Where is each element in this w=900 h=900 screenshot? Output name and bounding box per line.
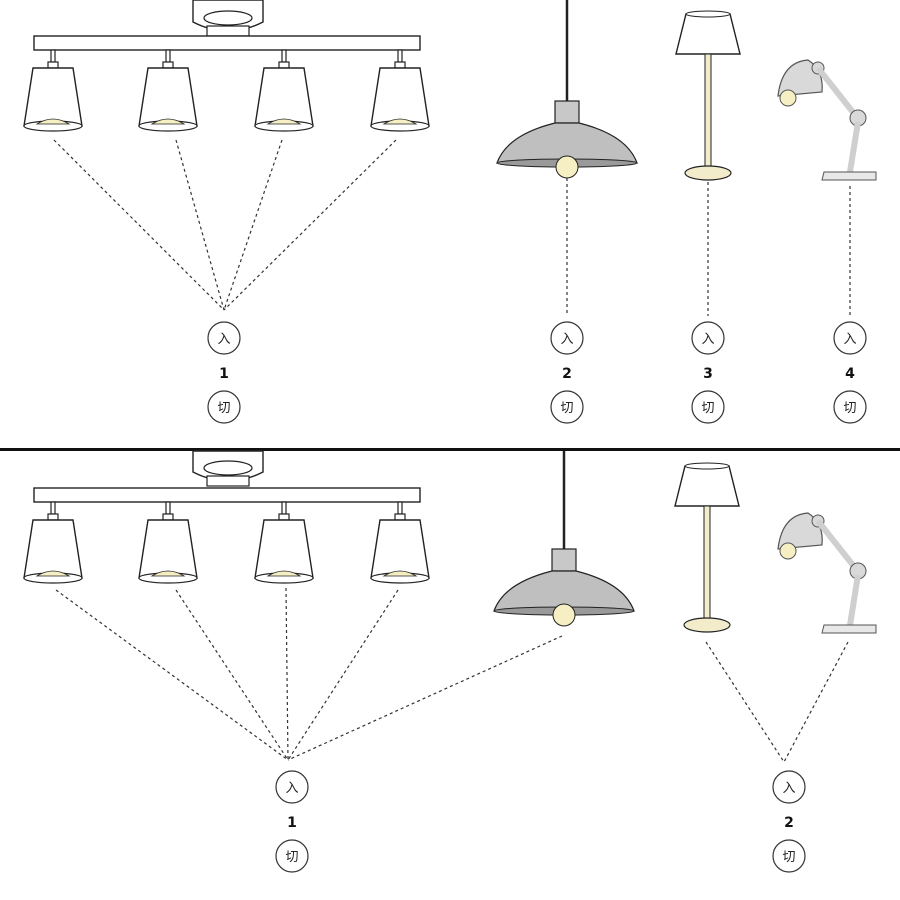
spotlight-4-icon bbox=[371, 502, 429, 583]
ceiling-mount-icon bbox=[193, 0, 263, 36]
top-switch-group-1: 入 1 切 bbox=[208, 322, 240, 423]
floor-lamp-icon bbox=[676, 11, 740, 180]
spotlight-3-icon bbox=[255, 50, 313, 131]
top-panel: 入 1 切 入 2 切 入 3 切 入 4 切 bbox=[24, 0, 876, 423]
bottom-wiring bbox=[56, 588, 848, 762]
off-label: 切 bbox=[285, 850, 298, 865]
desk-lamp-icon bbox=[778, 60, 876, 180]
bottom-switch-group-2: 入 2 切 bbox=[773, 771, 805, 872]
top-switch-group-3: 入 3 切 bbox=[692, 322, 724, 423]
desk-lamp-icon bbox=[778, 513, 876, 633]
group-number: 3 bbox=[703, 366, 713, 382]
spotlight-rail bbox=[34, 488, 420, 502]
group-number: 1 bbox=[287, 815, 297, 831]
off-label: 切 bbox=[701, 401, 714, 416]
bottom-switch-group-1: 入 1 切 bbox=[276, 771, 308, 872]
pendant-lamp-icon bbox=[494, 549, 634, 626]
top-switch-group-2: 入 2 切 bbox=[551, 322, 583, 423]
on-label: 入 bbox=[217, 332, 230, 347]
on-label: 入 bbox=[285, 781, 298, 796]
spotlight-1-icon bbox=[24, 50, 82, 131]
ceiling-mount-icon bbox=[193, 451, 263, 486]
pendant-lamp-icon bbox=[497, 101, 637, 178]
spotlight-rail bbox=[34, 36, 420, 50]
top-switch-group-4: 入 4 切 bbox=[834, 322, 866, 423]
spotlight-4-icon bbox=[371, 50, 429, 131]
floor-lamp-icon bbox=[675, 463, 739, 632]
bottom-panel: 入 1 切 入 2 切 bbox=[24, 451, 876, 872]
group-number: 1 bbox=[219, 366, 229, 382]
group-number: 2 bbox=[562, 366, 572, 382]
spotlight-3-icon bbox=[255, 502, 313, 583]
on-label: 入 bbox=[782, 781, 795, 796]
spotlight-2-icon bbox=[139, 502, 197, 583]
on-label: 入 bbox=[701, 332, 714, 347]
spotlight-2-icon bbox=[139, 50, 197, 131]
off-label: 切 bbox=[560, 401, 573, 416]
panel-divider bbox=[0, 448, 900, 451]
on-label: 入 bbox=[560, 332, 573, 347]
spotlight-1-icon bbox=[24, 502, 82, 583]
off-label: 切 bbox=[843, 401, 856, 416]
on-label: 入 bbox=[843, 332, 856, 347]
group-number: 4 bbox=[845, 366, 855, 382]
off-label: 切 bbox=[217, 401, 230, 416]
top-wiring bbox=[54, 140, 850, 316]
off-label: 切 bbox=[782, 850, 795, 865]
group-number: 2 bbox=[784, 815, 794, 831]
